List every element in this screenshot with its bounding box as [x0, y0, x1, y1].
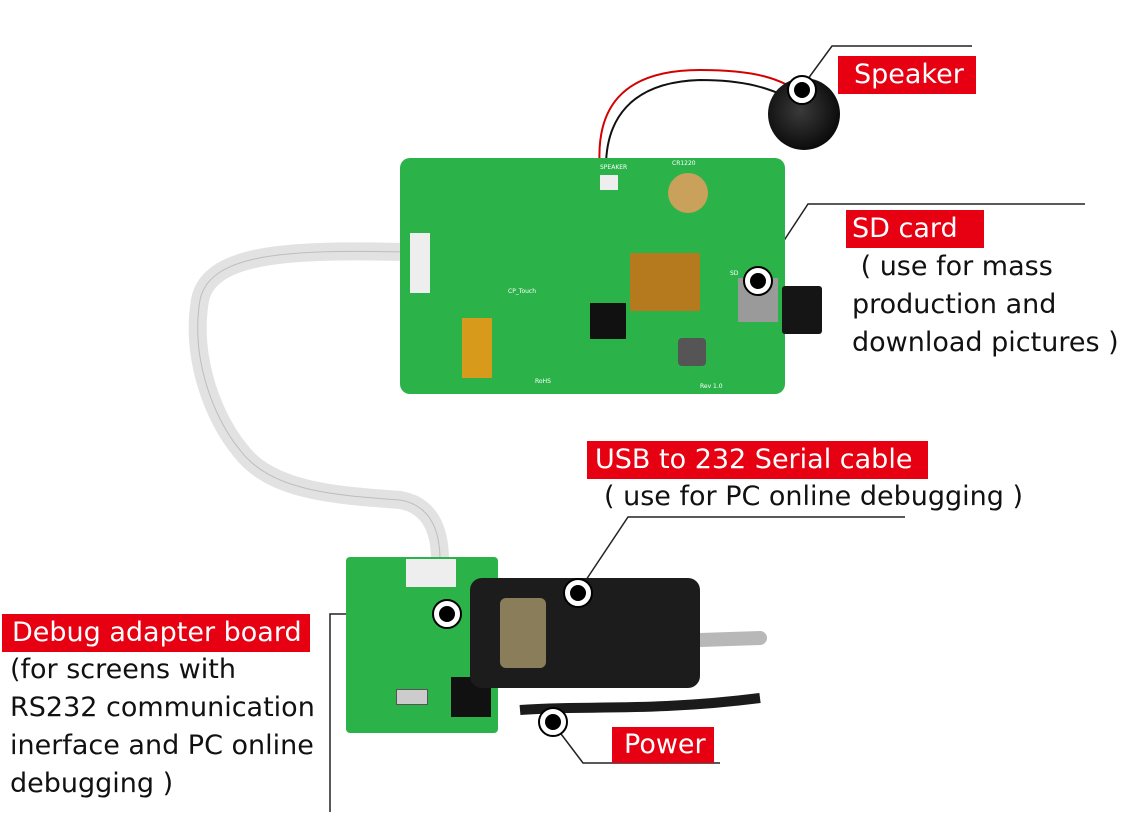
marker-debug-board: [432, 599, 462, 629]
silk-rev: Rev 1.0: [700, 383, 723, 390]
marker-usb-serial: [563, 578, 593, 608]
silk-battery: CR1220: [672, 160, 696, 167]
adapter-ribbon-connector: [406, 559, 456, 587]
debug-board-description: (for screens with RS232 communication in…: [10, 654, 315, 799]
silk-sd: SD: [730, 270, 739, 277]
marker-speaker: [787, 75, 817, 105]
fpc-connector: [630, 253, 700, 311]
mcu-chip: [590, 303, 626, 339]
battery-holder: [668, 173, 708, 213]
marker-power: [538, 707, 568, 737]
main-display-board: SPEAKER CR1220 CP_Touch SD Rev 1.0 RoHS: [400, 158, 785, 394]
micro-sd-card-image: [782, 286, 822, 334]
usb-serial-label: USB to 232 Serial cable: [587, 441, 929, 479]
silk-rohs: RoHS: [535, 378, 551, 385]
sd-card-label: SD card: [846, 210, 984, 248]
debug-board-label: Debug adapter board: [2, 614, 310, 652]
slide-switch: [396, 689, 428, 705]
buzzer: [678, 338, 706, 366]
db9-connector: [500, 598, 546, 668]
speaker-label: Speaker: [838, 56, 976, 94]
silk-touch: CP_Touch: [508, 288, 537, 295]
touch-flex: [462, 318, 492, 378]
ribbon-connector: [410, 233, 430, 293]
silk-speaker: SPEAKER: [600, 164, 628, 171]
power-label: Power: [612, 727, 714, 763]
marker-sd-card: [743, 266, 773, 296]
sd-card-description: ( use for mass production and download p…: [852, 251, 1119, 358]
speaker-connector: [600, 175, 618, 190]
usb-serial-description: ( use for PC online debugging ): [604, 481, 1024, 512]
